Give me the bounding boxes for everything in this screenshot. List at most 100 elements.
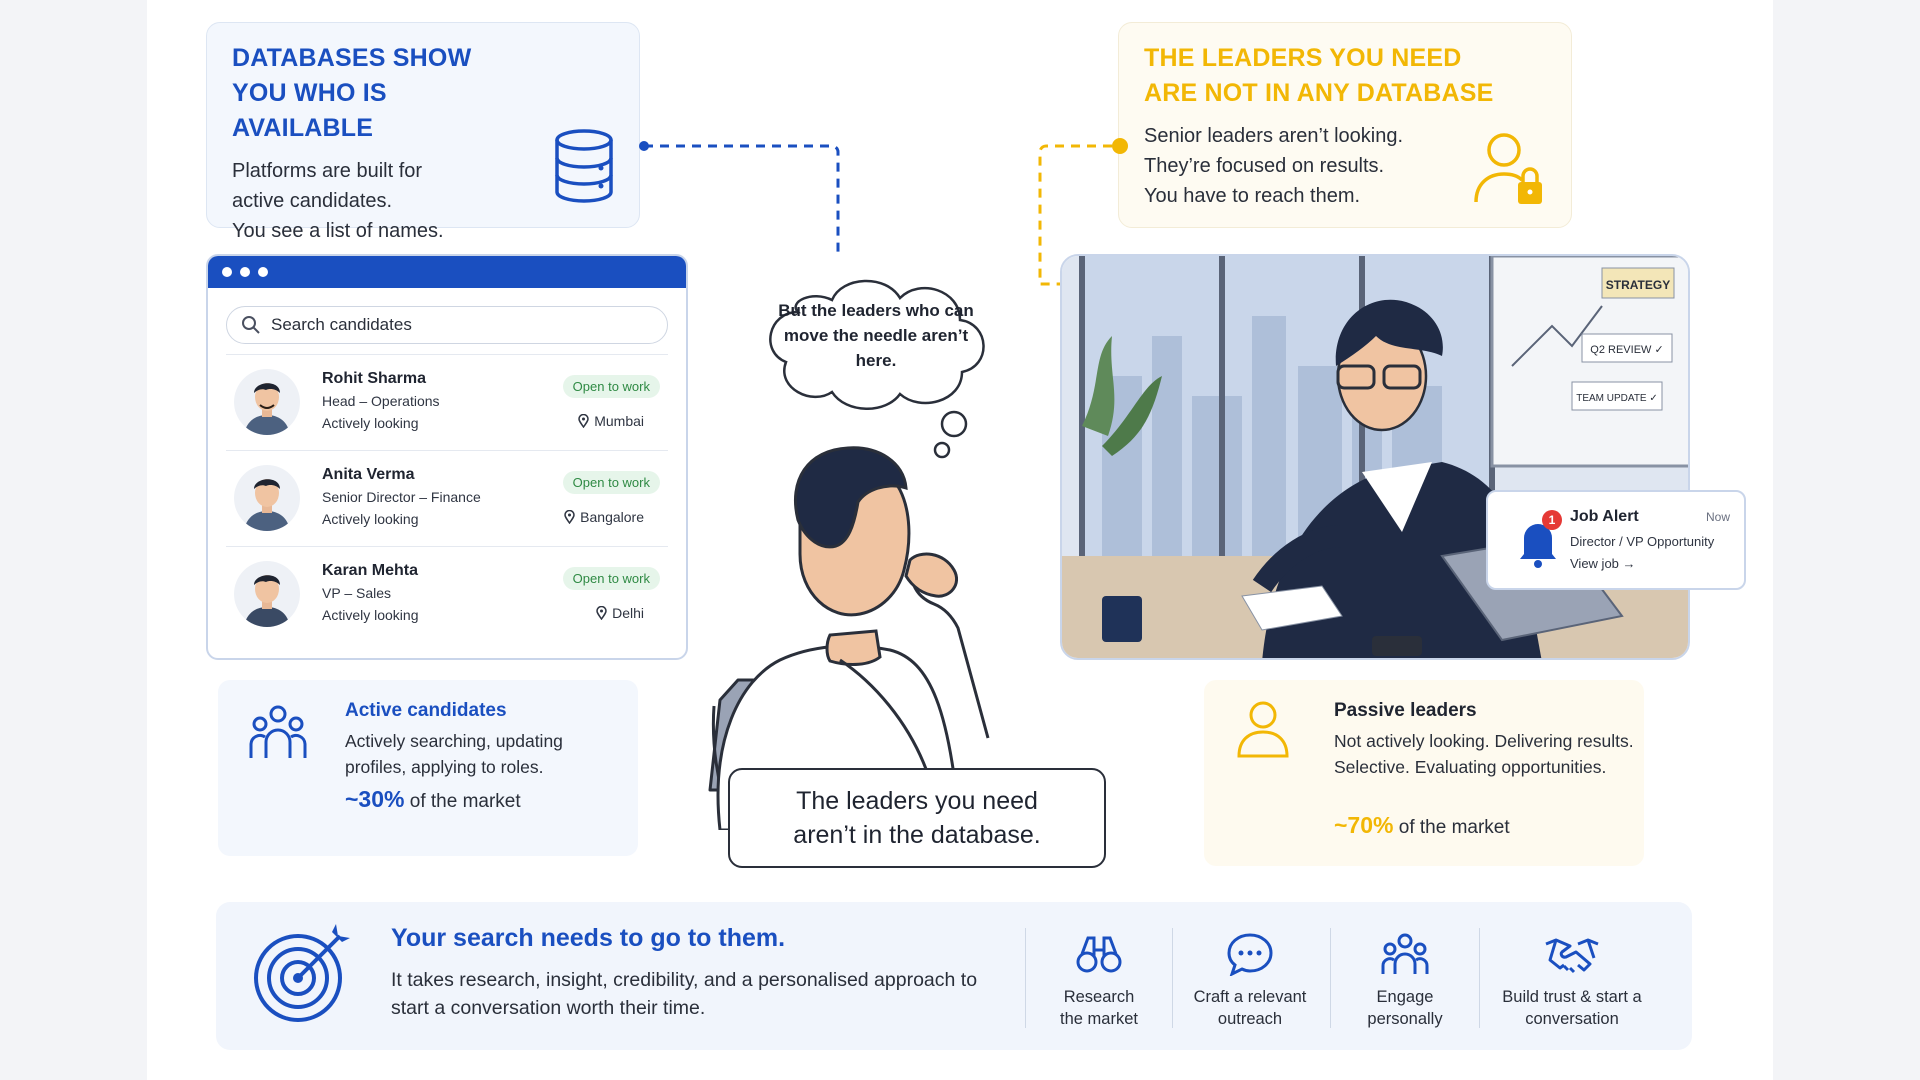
- candidate-row[interactable]: Anita Verma Senior Director – Finance Ac…: [226, 450, 668, 546]
- active-candidates-card: Active candidates Actively searching, up…: [218, 680, 638, 856]
- step-outreach: Craft a relevant outreach: [1180, 930, 1320, 1034]
- active-candidates-stat: ~30% of the market: [345, 786, 521, 813]
- thought-dots: [933, 410, 968, 459]
- location-pin-icon: [578, 414, 589, 428]
- locked-user-icon: [1474, 133, 1542, 204]
- database-card-line: Platforms are built for: [232, 160, 423, 182]
- database-card-title: DATABASES SHOW YOU WHO IS AVAILABLE: [232, 44, 472, 142]
- leaders-card-title: THE LEADERS YOU NEED ARE NOT IN ANY DATA…: [1144, 44, 1494, 107]
- step-label: Engage personally: [1367, 988, 1443, 1028]
- leaders-card-line: You have to reach them.: [1144, 185, 1361, 207]
- q2-review-note: Q2 REVIEW ✓: [1590, 344, 1663, 356]
- avatar: [234, 561, 300, 627]
- banner-title: Your search needs to go to them.: [391, 924, 786, 952]
- database-card-line: active candidates.: [232, 190, 393, 212]
- candidate-search-window: Search candidates Rohit Sharma Head – Op…: [206, 254, 688, 660]
- passive-leaders-stat: ~70% of the market: [1334, 812, 1510, 839]
- blue-connector: [639, 141, 840, 258]
- leaders-card-line: They’re focused on results.: [1144, 155, 1385, 177]
- avatar: [234, 369, 300, 435]
- leaders-card-body: Senior leaders aren’t looking. They’re f…: [1144, 121, 1464, 211]
- candidate-location: Mumbai: [578, 413, 644, 429]
- location-pin-icon: [564, 510, 575, 524]
- search-placeholder: Search candidates: [271, 315, 412, 334]
- window-dot: [222, 267, 232, 277]
- passive-leaders-card: Passive leaders Not actively looking. De…: [1204, 680, 1644, 866]
- passive-stat-value: ~70%: [1334, 812, 1394, 838]
- candidate-role: VP – Sales: [322, 585, 392, 601]
- step-label: Research the market: [1060, 988, 1138, 1028]
- window-title-bar: [208, 256, 686, 288]
- step-divider: [1330, 928, 1331, 1028]
- group-icon: [1381, 933, 1429, 974]
- leaders-card: THE LEADERS YOU NEED ARE NOT IN ANY DATA…: [1118, 22, 1572, 228]
- person-avatar-icon: [244, 575, 290, 627]
- thought-text: But the leaders who can move the needle …: [778, 301, 974, 370]
- avatar: [234, 465, 300, 531]
- step-divider: [1172, 928, 1173, 1028]
- person-avatar-icon: [244, 479, 290, 531]
- handshake-icon: [1545, 938, 1599, 974]
- bell-icon: [1520, 524, 1556, 568]
- database-icon: [555, 129, 613, 203]
- open-to-work-badge: Open to work: [562, 567, 660, 590]
- job-alert-card[interactable]: 1 Job Alert Now Director / VP Opportunit…: [1486, 490, 1746, 590]
- database-card-body: Platforms are built for active candidate…: [232, 156, 532, 246]
- job-alert-title: Job Alert: [1570, 508, 1639, 525]
- center-caption-text: The leaders you need aren’t in the datab…: [793, 787, 1041, 849]
- location-label: Delhi: [612, 605, 644, 621]
- user-icon: [1237, 701, 1289, 758]
- step-label: Build trust & start a conversation: [1502, 988, 1642, 1028]
- step-label: Craft a relevant outreach: [1193, 988, 1307, 1028]
- active-candidates-title: Active candidates: [345, 700, 507, 721]
- leaders-card-line: Senior leaders aren’t looking.: [1144, 125, 1404, 147]
- active-stat-suffix: of the market: [404, 791, 521, 812]
- candidate-location: Bangalore: [564, 509, 644, 525]
- candidate-row[interactable]: Rohit Sharma Head – Operations Actively …: [226, 354, 668, 450]
- group-icon: [249, 705, 307, 758]
- location-label: Mumbai: [594, 413, 644, 429]
- database-card-line: You see a list of names.: [232, 220, 444, 242]
- active-candidates-body: Actively searching, updating profiles, a…: [345, 731, 563, 777]
- database-card: DATABASES SHOW YOU WHO IS AVAILABLE Plat…: [206, 22, 640, 242]
- passive-leaders-body: Not actively looking. Delivering results…: [1334, 731, 1634, 777]
- candidate-row[interactable]: Karan Mehta VP – Sales Actively looking …: [226, 546, 668, 642]
- person-avatar-icon: [244, 383, 290, 435]
- candidate-status: Actively looking: [322, 607, 419, 623]
- office-scene-drawing: STRATEGY Q2 REVIEW ✓ TEAM UPDATE ✓: [1062, 256, 1688, 658]
- thinking-person-illustration: [708, 446, 990, 830]
- bottom-banner: [216, 902, 1692, 1050]
- job-alert-subtitle: Director / VP Opportunity: [1570, 534, 1715, 549]
- step-research: Research the market: [1034, 930, 1164, 1034]
- candidate-name: Karan Mehta: [322, 562, 419, 579]
- thought-bubble: [769, 279, 985, 410]
- candidate-status: Actively looking: [322, 415, 419, 431]
- step-engage: Engage personally: [1340, 930, 1470, 1034]
- strategy-note: STRATEGY: [1606, 278, 1670, 292]
- chat-icon: [1227, 933, 1273, 976]
- window-dot: [240, 267, 250, 277]
- open-to-work-badge: Open to work: [562, 471, 660, 494]
- job-alert-time: Now: [1705, 510, 1730, 524]
- step-build-trust: Build trust & start a conversation: [1486, 930, 1658, 1034]
- center-caption: The leaders you need aren’t in the datab…: [728, 768, 1106, 868]
- candidate-name: Anita Verma: [322, 466, 415, 483]
- window-dot: [258, 267, 268, 277]
- gold-connector: [1038, 138, 1128, 286]
- step-divider: [1479, 928, 1480, 1028]
- office-scene-illustration: STRATEGY Q2 REVIEW ✓ TEAM UPDATE ✓: [1060, 254, 1690, 660]
- candidate-name: Rohit Sharma: [322, 370, 427, 387]
- search-icon: [242, 316, 260, 334]
- team-update-note: TEAM UPDATE ✓: [1576, 393, 1658, 404]
- search-input[interactable]: Search candidates: [226, 306, 668, 344]
- notification-count-badge: 1: [1542, 510, 1562, 530]
- candidate-role: Senior Director – Finance: [322, 489, 481, 505]
- target-arrow-icon: [254, 924, 350, 1022]
- candidate-status: Actively looking: [322, 511, 419, 527]
- passive-stat-suffix: of the market: [1393, 817, 1510, 838]
- candidate-location: Delhi: [596, 605, 644, 621]
- binoculars-icon: [1076, 936, 1122, 973]
- view-job-link[interactable]: View job →: [1570, 556, 1636, 571]
- passive-leaders-title: Passive leaders: [1334, 700, 1477, 721]
- step-divider: [1025, 928, 1026, 1028]
